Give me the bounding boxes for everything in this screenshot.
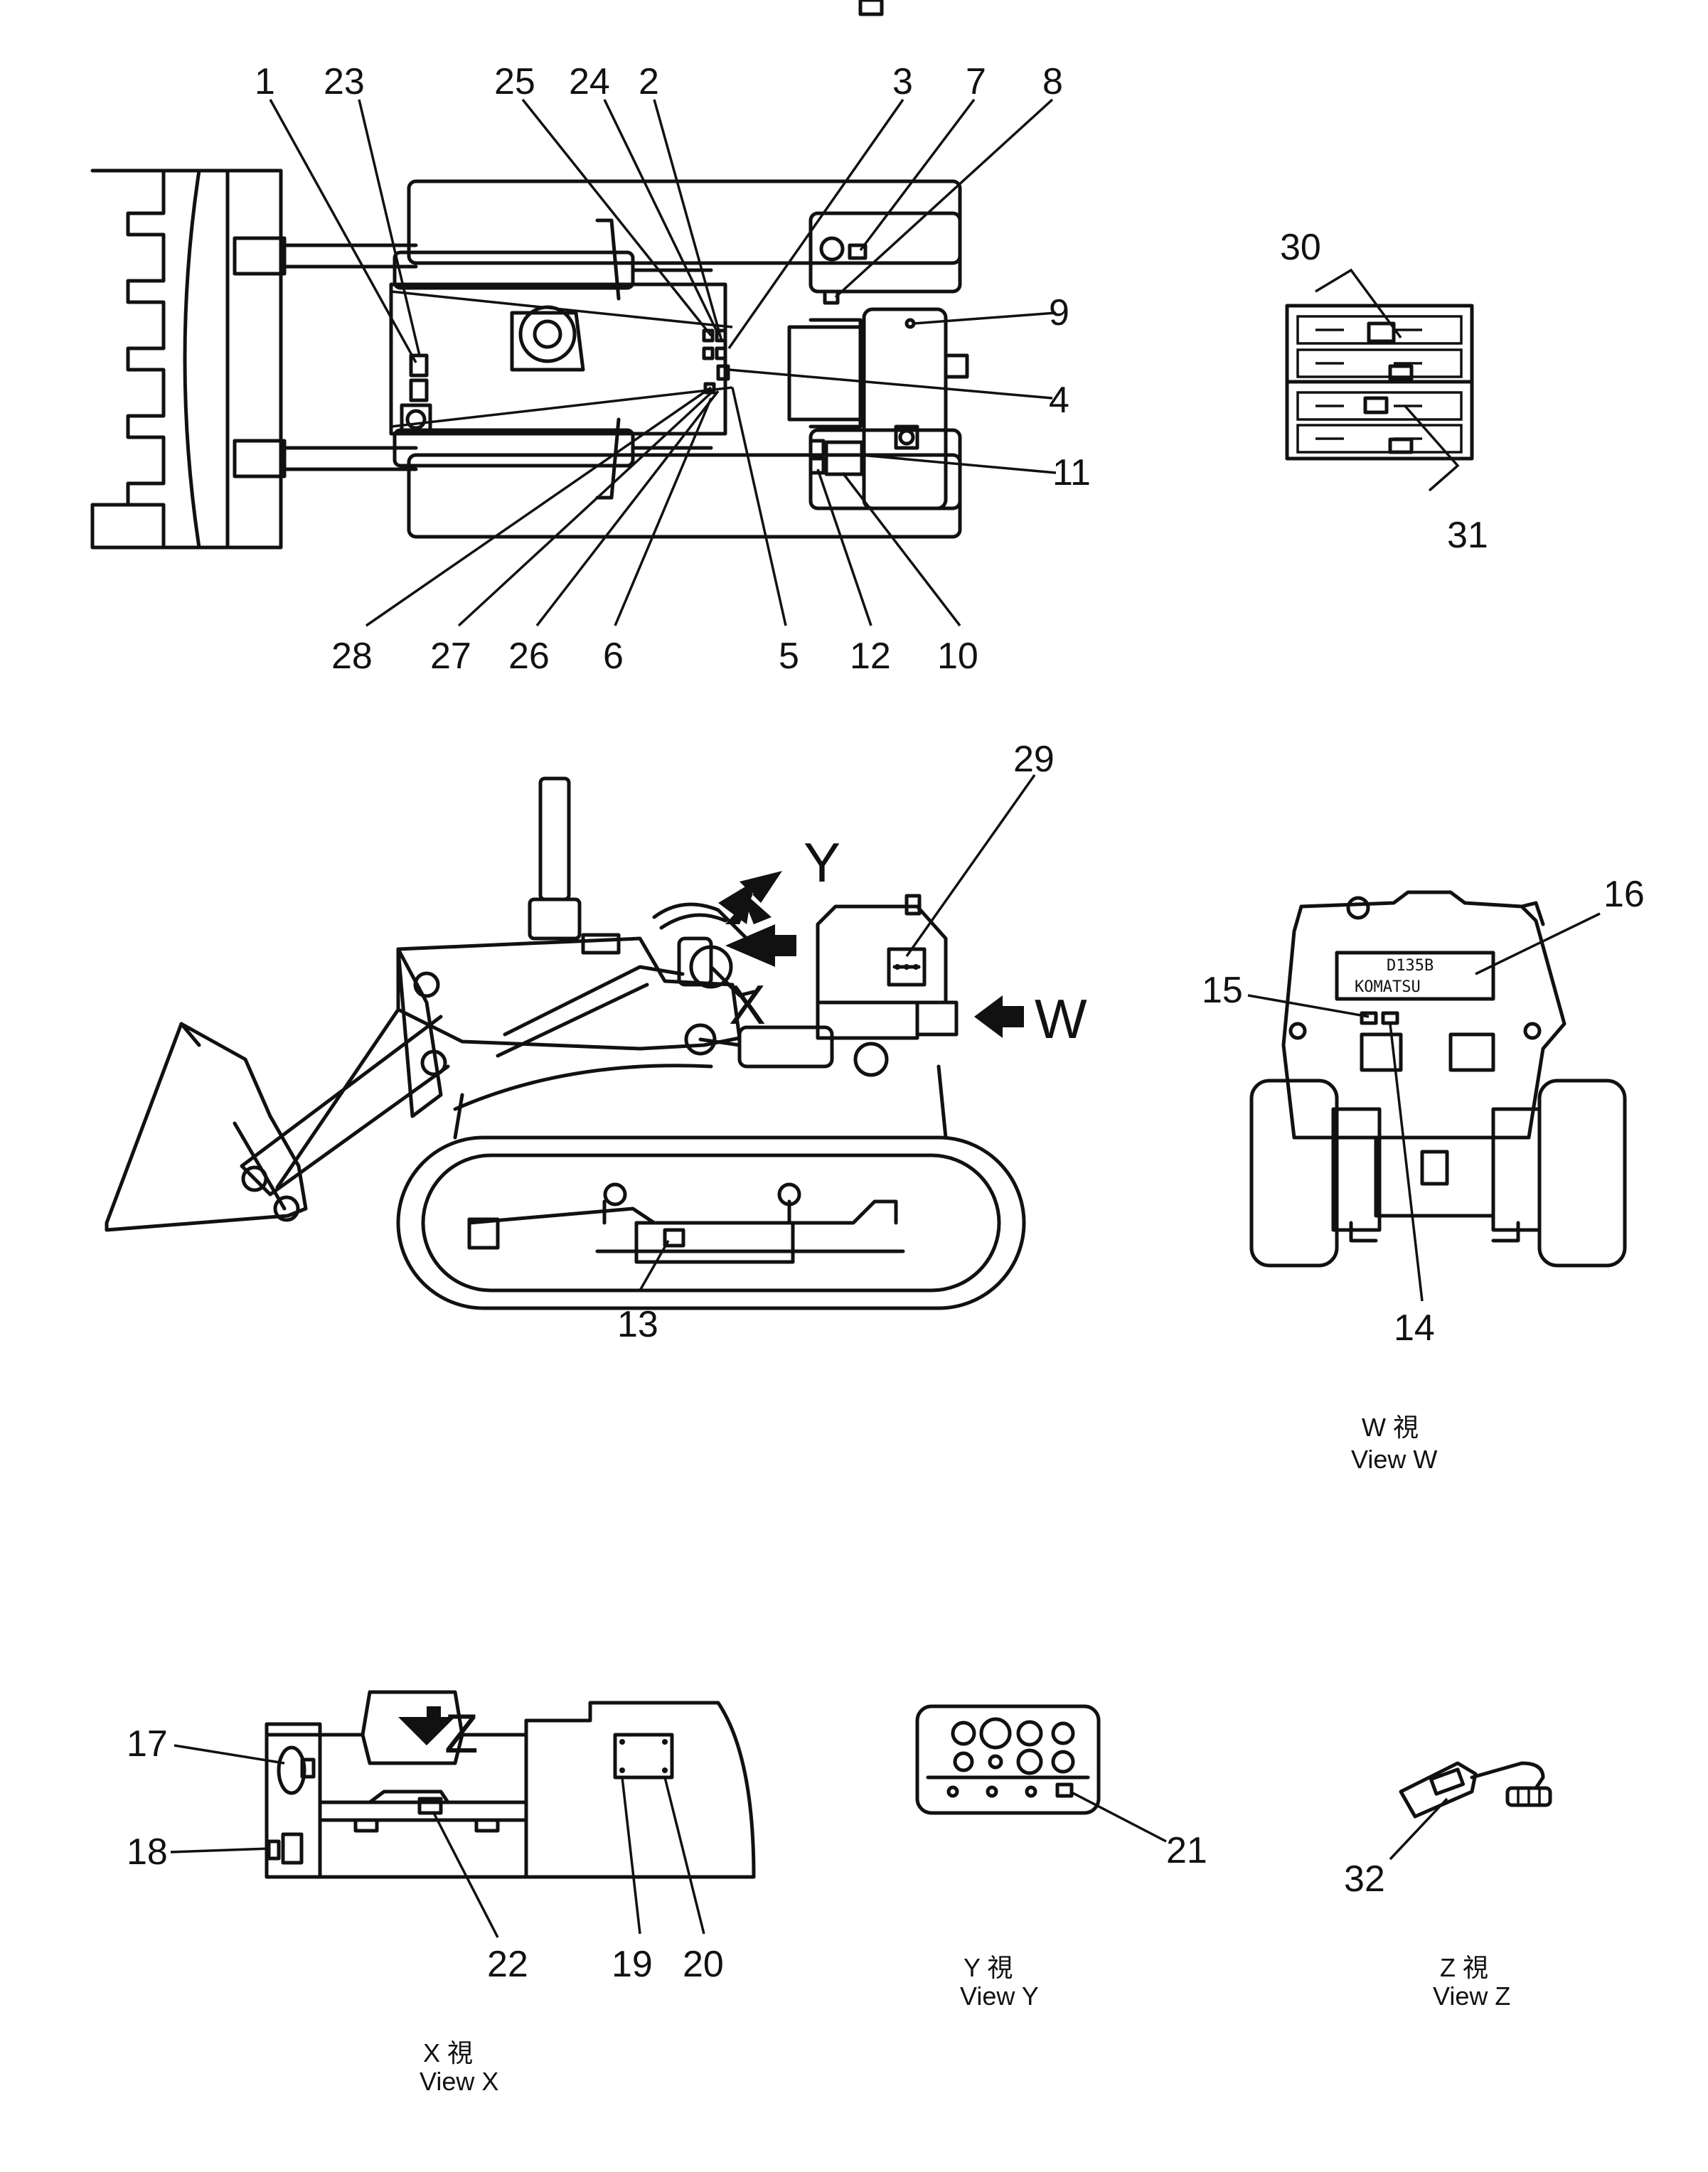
callout-24: 24 [569, 61, 610, 102]
caption-view-w-en: View W [1351, 1445, 1437, 1474]
caption-view-x-en: View X [420, 2067, 498, 2096]
callout-18: 18 [127, 1831, 168, 1873]
view-z: 32 Z 視 View Z [1344, 1761, 1552, 2011]
callout-7: 7 [966, 61, 986, 102]
callout-26: 26 [508, 636, 550, 677]
callout-32: 32 [1344, 1858, 1385, 1900]
callout-27: 27 [430, 636, 471, 677]
caption-view-z-en: View Z [1433, 1981, 1510, 2011]
callout-22: 22 [487, 1944, 528, 1985]
caption-view-y-en: View Y [960, 1981, 1039, 2011]
callout-3: 3 [892, 61, 913, 102]
callout-19: 19 [612, 1944, 653, 1985]
caption-view-w-jp: W 視 [1362, 1413, 1419, 1442]
callout-15: 15 [1202, 970, 1243, 1011]
top-view: 1 23 25 24 2 3 7 8 9 4 11 28 27 26 6 5 1… [90, 61, 1091, 677]
callout-25: 25 [494, 61, 535, 102]
callout-20: 20 [683, 1944, 724, 1985]
plate-detail: 30 31 [1280, 227, 1488, 556]
callout-23: 23 [324, 61, 365, 102]
callout-28: 28 [331, 636, 373, 677]
view-arrow-w: W [1035, 988, 1087, 1050]
callout-8: 8 [1042, 61, 1063, 102]
caption-view-x-jp: X 視 [423, 2038, 473, 2067]
callout-17: 17 [127, 1723, 168, 1765]
view-y: 21 Y 視 View Y [915, 1704, 1207, 2011]
callout-10: 10 [937, 636, 978, 677]
rear-plate-brand: KOMATSU [1355, 978, 1421, 996]
view-w: D135B KOMATSU 15 16 14 W 視 View W [1202, 874, 1645, 1474]
callout-11: 11 [1052, 452, 1091, 493]
callout-9: 9 [1049, 292, 1069, 333]
callout-12: 12 [850, 636, 891, 677]
caption-view-z-jp: Z 視 [1440, 1953, 1488, 1982]
callout-4: 4 [1049, 380, 1069, 421]
callout-6: 6 [603, 636, 624, 677]
view-arrow-x: X [729, 973, 766, 1036]
caption-view-y-jp: Y 視 [964, 1953, 1013, 1982]
callout-29: 29 [1013, 739, 1055, 780]
callout-5: 5 [779, 636, 799, 677]
rear-plate-model: D135B [1387, 957, 1434, 975]
callout-1: 1 [255, 61, 275, 102]
callout-31: 31 [1447, 515, 1488, 556]
view-x: Z 17 18 22 19 20 X 視 View X [127, 1690, 756, 2096]
view-arrow-y: Y [804, 831, 840, 894]
callout-21: 21 [1166, 1830, 1207, 1871]
callout-14: 14 [1394, 1307, 1435, 1349]
view-arrow-z: Z [444, 1702, 479, 1765]
callout-13: 13 [617, 1304, 658, 1345]
callout-16: 16 [1603, 874, 1645, 915]
callout-2: 2 [639, 61, 659, 102]
callout-30: 30 [1280, 227, 1321, 268]
side-view: Y X W 29 13 [105, 0, 1087, 1345]
